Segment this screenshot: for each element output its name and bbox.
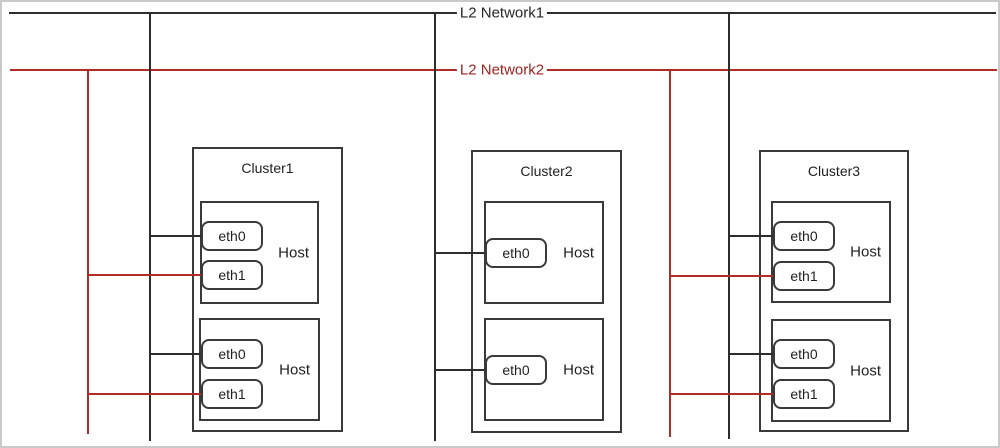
link-net1-c3h1-eth0	[728, 235, 774, 237]
cluster3-host1-box: Host	[771, 201, 891, 303]
link-net2-c1h1-eth1	[87, 274, 202, 276]
cluster3-host2-eth0: eth0	[773, 339, 835, 369]
cluster3-box: Cluster3	[759, 150, 909, 432]
cluster1-host2-eth1: eth1	[201, 379, 263, 409]
cluster3-host2-box: Host	[771, 319, 891, 422]
cluster3-host1-label: Host	[850, 243, 881, 261]
cluster1-host1-box: Host	[200, 201, 319, 304]
cluster1-host2-label: Host	[279, 361, 310, 378]
cluster3-host1-eth1: eth1	[773, 261, 835, 291]
link-net2-c3h2-eth1	[669, 393, 774, 395]
cluster2-host2-eth0: eth0	[485, 355, 547, 385]
network2-drop-cluster3	[669, 69, 671, 437]
cluster1-host1-label: Host	[278, 244, 309, 261]
cluster3-title: Cluster3	[807, 163, 861, 179]
cluster2-host2-label: Host	[563, 361, 594, 378]
l2-network1-label: L2 Network1	[456, 4, 548, 22]
cluster3-host1-eth0: eth0	[773, 221, 835, 251]
l2-network2-label: L2 Network2	[456, 61, 548, 79]
link-net1-c2h2-eth0	[434, 369, 486, 371]
network1-drop-cluster1	[149, 12, 151, 441]
cluster2-host1-eth0: eth0	[485, 238, 547, 268]
cluster3-host2-label: Host	[850, 362, 881, 379]
cluster1-host1-eth0: eth0	[201, 221, 263, 251]
link-net1-c3h2-eth0	[728, 353, 774, 355]
cluster2-box: Cluster2	[471, 150, 622, 433]
network1-drop-cluster3	[728, 12, 730, 439]
link-net2-c3h1-eth1	[669, 275, 774, 277]
link-net1-c1h1-eth0	[149, 235, 202, 237]
cluster1-host1-eth1: eth1	[201, 260, 263, 290]
cluster3-host2-eth1: eth1	[773, 379, 835, 409]
network1-drop-cluster2	[434, 12, 436, 441]
cluster1-host2-eth0: eth0	[201, 339, 263, 369]
cluster1-box: Cluster1	[192, 147, 343, 432]
network2-drop-cluster1	[87, 69, 89, 434]
link-net2-c1h2-eth1	[87, 393, 202, 395]
cluster1-title: Cluster1	[241, 160, 294, 176]
cluster2-host1-label: Host	[563, 244, 594, 261]
link-net1-c2h1-eth0	[434, 252, 486, 254]
cluster2-title: Cluster2	[520, 163, 573, 179]
cluster1-host2-box: Host	[199, 318, 320, 421]
link-net1-c1h2-eth0	[149, 353, 202, 355]
